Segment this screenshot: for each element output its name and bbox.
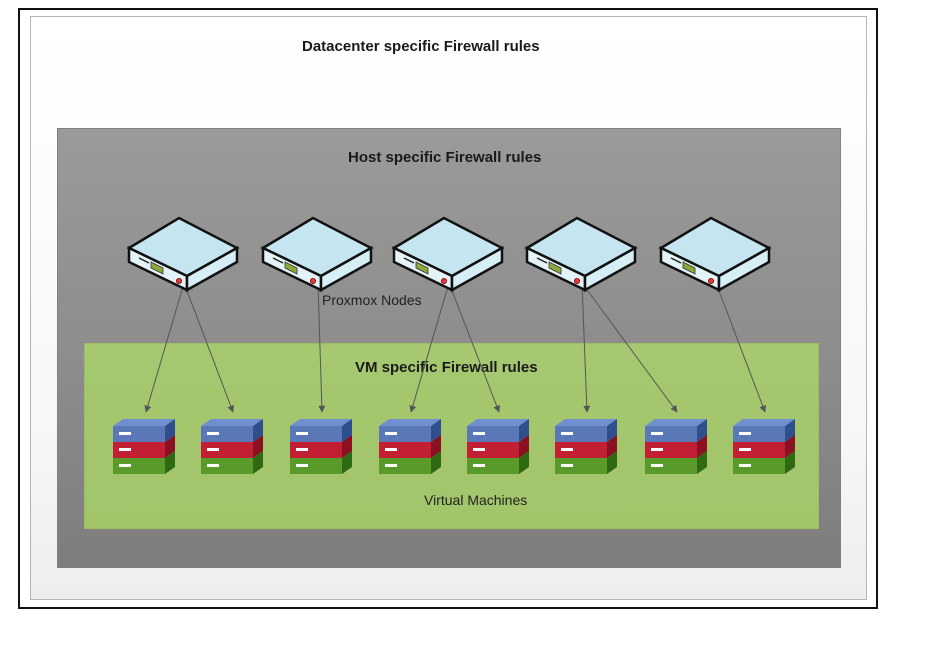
connection-arrow [183,282,235,413]
virtual-machine-icon [379,419,441,474]
connection-arrow [317,282,326,413]
virtual-machines-label: Virtual Machines [424,492,528,508]
virtual-machine-icon [290,419,352,474]
virtual-machine-icon [555,419,617,474]
connection-arrow [581,282,591,413]
virtual-machine-icon [201,419,263,474]
proxmox-node-icon [391,216,505,293]
connection-arrow [715,282,767,413]
host-title: Host specific Firewall rules [348,149,542,166]
proxmox-node-icon [524,216,638,293]
proxmox-node-icon [260,216,374,293]
proxmox-node-icon [126,216,240,293]
connection-arrow [144,282,185,413]
virtual-machine-icon [645,419,707,474]
connection-arrow [409,282,450,413]
proxmox-nodes-label: Proxmox Nodes [322,292,422,308]
datacenter-title: Datacenter specific Firewall rules [302,38,540,55]
virtual-machine-icon [113,419,175,474]
vm-title: VM specific Firewall rules [355,359,538,376]
virtual-machine-icon [467,419,529,474]
connection-arrow [448,282,500,413]
virtual-machine-icon [733,419,795,474]
proxmox-node-icon [658,216,772,293]
connection-arrow [581,282,678,413]
